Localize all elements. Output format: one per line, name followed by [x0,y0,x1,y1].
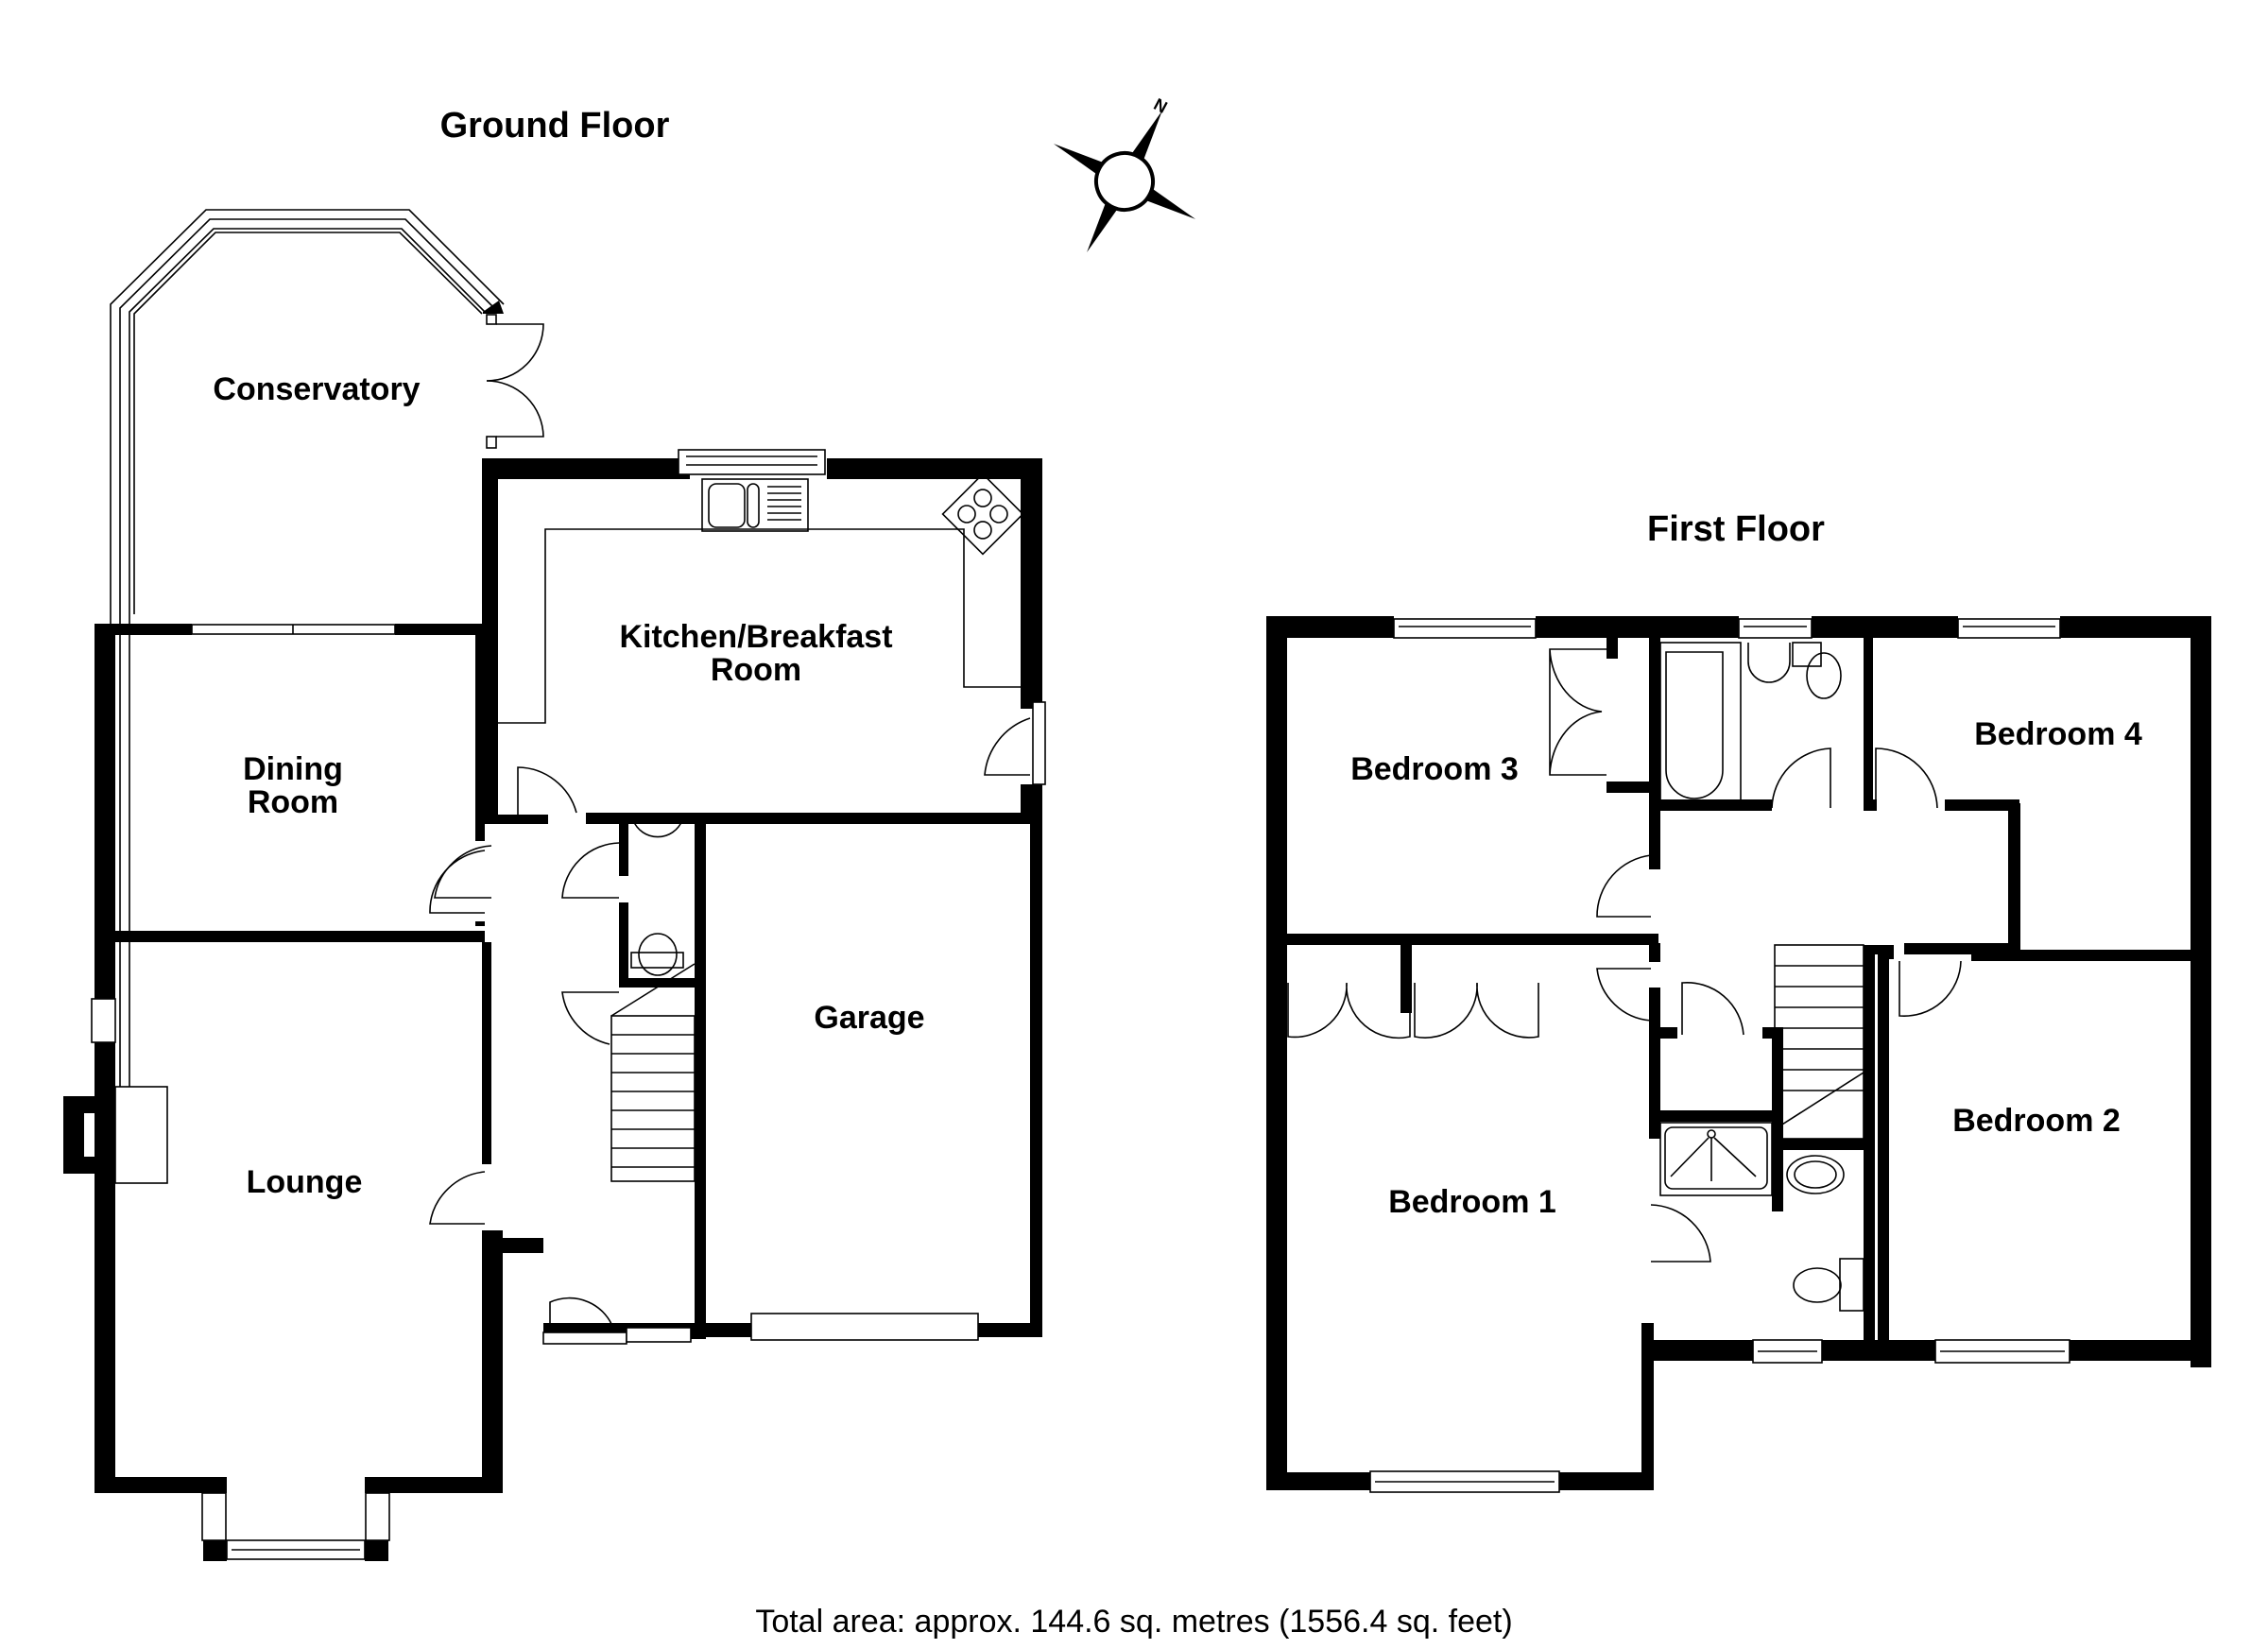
bathroom-toilet-icon [1792,642,1842,699]
first-floor-windows [1369,618,2070,1493]
ground-floor-title: Ground Floor [440,106,670,146]
lounge-door [429,1171,486,1225]
toilet-icon [630,933,684,976]
bedroom2-walls-inner [1878,950,1889,1361]
fireplace [114,1086,168,1184]
ensuite-basin-icon [1786,1155,1845,1194]
room-label-dining-2: Room [248,784,338,820]
conservatory-glazing [110,209,505,1087]
room-label-bedroom1: Bedroom 1 [1388,1184,1556,1220]
staircase [610,963,696,1182]
room-label-kitchen: Kitchen/Breakfast [619,619,892,655]
bathroom-door [1771,747,1831,809]
lounge-bay-window [201,1492,390,1560]
room-label-conservatory: Conservatory [213,371,420,407]
bedroom3-door [1596,854,1652,918]
dining-door [429,850,486,914]
bedroom2-door [1899,960,1962,1018]
kitchen-window [678,449,826,475]
wc-basin-icon [632,819,683,838]
room-label-bedroom3: Bedroom 3 [1350,751,1519,787]
ground-floor-plan: Ground Floor Conservatory [63,106,1046,1561]
shower-icon [1659,1122,1773,1196]
room-label-dining: Dining [243,751,343,787]
first-floor-title: First Floor [1647,509,1825,549]
dining-patio-doors [191,624,396,635]
first-floor-plan: First Floor [1266,509,2211,1493]
hob-icon [941,472,1024,556]
room-label-bedroom2: Bedroom 2 [1952,1103,2121,1139]
ensuite-door [1650,1204,1711,1263]
kitchen-side-door [984,701,1046,785]
front-door [542,1297,627,1345]
sink-icon [701,478,809,532]
bedroom3-wardrobe-doors [1549,648,1606,776]
cupboard-door [1681,981,1744,1036]
first-floor-walls [1266,616,2211,1490]
conservatory-french-doors [486,314,544,449]
room-label-garage: Garage [814,1000,924,1036]
ensuite-toilet-icon [1793,1258,1864,1312]
room-label-lounge: Lounge [247,1164,363,1200]
garage-door [750,1313,979,1341]
hall-window [626,1327,692,1343]
bedroom1-wardrobe-doors [1287,982,1539,1039]
compass-north-label: N [1151,94,1171,117]
kitchen-worktop [498,528,1021,724]
understairs-door [561,991,619,1045]
bedroom4-door [1875,747,1938,809]
bedroom1-door [1596,968,1652,1022]
room-label-kitchen-2: Room [711,652,801,688]
compass-rose-icon [1053,110,1196,253]
lounge-walls [63,942,543,1561]
bedroom4-walls-inner [2011,803,2020,959]
first-floor-staircase [1774,944,1864,1140]
hall-walls [543,815,706,1339]
lounge-side-window [91,998,116,1043]
total-area-footer: Total area: approx. 144.6 sq. metres (15… [755,1604,1512,1640]
room-label-bedroom4: Bedroom 4 [1974,716,2142,752]
kitchen-hall-door [517,766,577,815]
bath-icon [1659,642,1742,802]
bathroom-basin-icon [1747,643,1791,683]
garage-walls [695,813,1042,1337]
wc-door [561,842,620,899]
hall-door-left [434,845,492,899]
